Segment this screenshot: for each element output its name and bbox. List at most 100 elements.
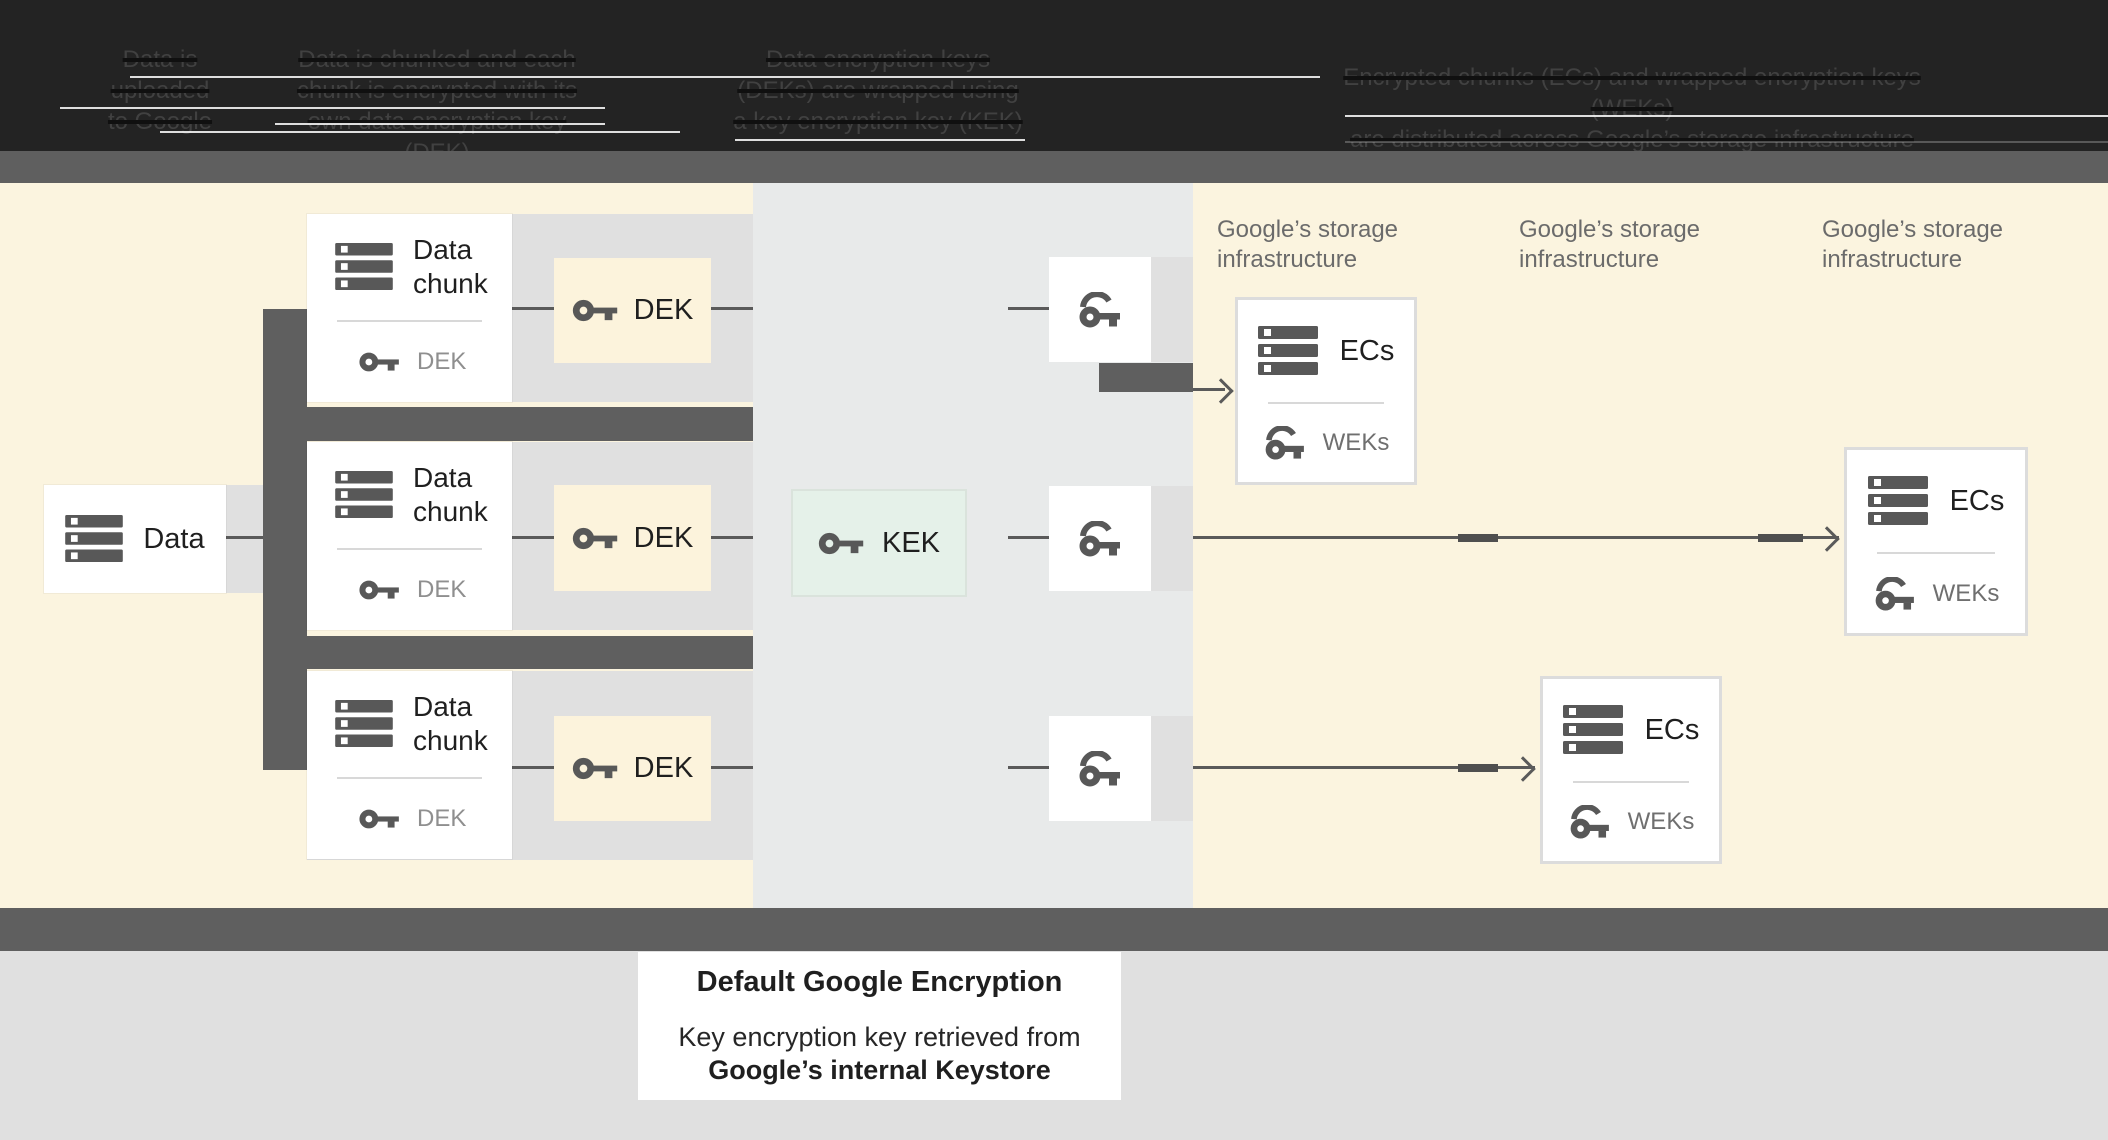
data-chunk-key-row: DEK [307,550,512,630]
wrapped-key-icon [1568,805,1612,839]
data-chunk-box-2: Data chunk DEK [307,442,512,630]
server-icon [335,700,393,748]
ecs-title: ECs [1339,334,1395,367]
ecs-key-row: WEKs [1238,404,1414,482]
data-chunk-header: Data chunk [307,214,512,320]
server-icon [335,471,393,519]
header-step-1: Data is uploaded to Google [60,44,260,137]
key-box-tab [1151,486,1193,591]
header-step-3-line: (DEKs) are wrapped using [737,77,1019,104]
wrapped-key-box-3 [1049,716,1151,821]
header-step-3-line: Data encryption keys [765,46,991,73]
header-step-3-line: a key encryption key (KEK) [733,108,1023,135]
data-chunk-key-row: DEK [307,322,512,402]
wrapped-key-icon [1873,576,1917,611]
header-step-2: Data is chunked and each chunk is encryp… [272,44,602,168]
dek-sub-label: DEK [417,348,467,375]
connector-line [711,766,753,769]
connector-line [1008,307,1049,310]
storage-zone-label: Google’s storage infrastructure [1519,216,1701,273]
weks-label: WEKs [1627,808,1695,835]
arrowhead-icon [1208,378,1234,404]
line-thick-dash [1758,534,1803,542]
connector-line [512,536,554,539]
divider [337,320,482,322]
caption-title: Default Google Encryption [696,965,1063,998]
data-chunk-key-row: DEK [307,779,512,859]
redaction-line [275,123,605,125]
data-row-strip [226,485,263,593]
line-thick-dash [1458,764,1498,772]
caption-body: Key encryption key retrieved from [678,1021,1081,1052]
connector-band [263,636,753,669]
header-step-1-line: to Google [107,108,213,135]
wrapped-key-icon [1077,291,1123,328]
divider [1877,552,1995,554]
header-step-1-line: uploaded [110,77,210,104]
data-chunk-box-1: Data chunk DEK [307,214,512,402]
server-icon [65,515,124,563]
divider [337,548,482,550]
top-divider-band [0,151,2108,183]
redaction-line [1345,141,2108,143]
header-step-2-line: Data is chunked and each [298,46,576,73]
data-chunk-title: Data chunk [413,462,488,527]
ecs-box-3: ECs WEKs [1540,676,1722,864]
ecs-box-1: ECs WEKs [1235,297,1417,485]
connector-line [1008,766,1049,769]
dek-box-1: DEK [554,258,711,363]
key-icon [359,578,401,602]
arrow-line-ecs-3 [1151,766,1535,769]
connector-line [711,536,753,539]
divider [1268,402,1384,404]
key-icon [359,807,401,831]
connector-line [226,536,263,539]
header-bar: Data is uploaded to Google Data is chunk… [0,0,2108,166]
kek-box: KEK [791,489,967,597]
key-icon [572,755,620,782]
storage-zone-label: Google’s storage infrastructure [1822,216,2004,273]
dek-box-2: DEK [554,485,711,591]
dek-box-label: DEK [633,752,694,784]
weks-label: WEKs [1932,579,2000,607]
header-step-4-line: are distributed across Google’s storage … [1350,126,1914,153]
redaction-line [60,107,605,109]
connector-line [1008,536,1049,539]
redaction-line [130,76,1320,78]
bottom-divider-band [0,908,2108,951]
server-icon [1257,326,1318,376]
connector-line [512,307,554,310]
data-chunk-title: Data chunk [413,691,488,756]
arrowhead-icon [1814,526,1840,552]
wrapped-key-box-2 [1049,486,1151,591]
encrypted-flow-bar [1099,363,1193,392]
key-icon [818,530,866,557]
ecs-header: ECs [1238,300,1414,402]
connector-line [711,307,753,310]
ecs-header: ECs [1543,679,1719,781]
wrapped-key-icon [1077,520,1123,557]
data-chunk-box-3: Data chunk DEK [307,671,512,859]
caption-card: Default Google Encryption Key encryption… [638,952,1121,1100]
key-icon [572,297,620,324]
weks-label: WEKs [1322,429,1390,456]
header-step-4-line: Encrypted chunks (ECs) and wrapped encry… [1343,64,1921,122]
server-icon [335,243,393,291]
header-step-3: Data encryption keys (DEKs) are wrapped … [710,44,1046,137]
dek-sub-label: DEK [417,805,467,832]
data-chunk-title: Data chunk [413,234,488,299]
key-icon [572,525,620,552]
wrapped-key-icon [1077,750,1123,787]
storage-zone-label: Google’s storage infrastructure [1217,216,1399,273]
header-step-2-line: chunk is encrypted with its [296,77,578,104]
arrowhead-icon [1510,756,1536,782]
header-step-4: Encrypted chunks (ECs) and wrapped encry… [1310,62,1954,155]
key-icon [359,350,401,374]
kek-box-label: KEK [881,526,941,559]
ecs-title: ECs [1644,713,1700,746]
dek-box-label: DEK [633,521,694,554]
diagram-main: Google’s storage infrastructure Google’s… [0,183,2108,908]
data-box-label: Data [143,522,205,555]
divider [337,777,482,779]
